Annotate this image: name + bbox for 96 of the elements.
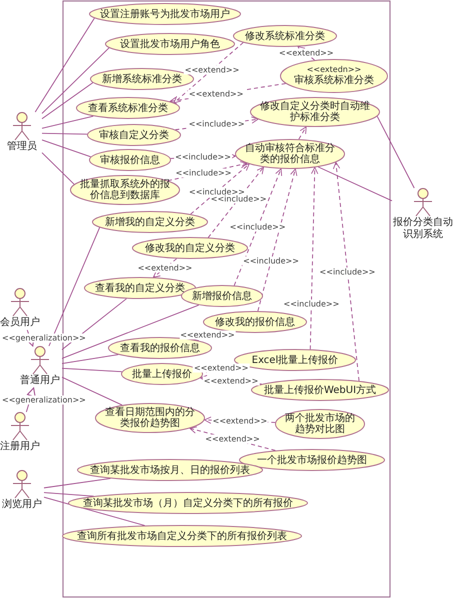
use-case-name: 修改系统标准分类: [245, 30, 325, 42]
use-case-ellipse: [280, 59, 388, 93]
edge-label: <<extend>>: [192, 363, 250, 372]
use-case-name: 查看日期范围内的分类报价趋势图: [104, 407, 196, 429]
edge-label: <<include>>: [174, 168, 232, 178]
dependency-arrow: [257, 168, 298, 312]
use-case-ellipse: [105, 33, 235, 55]
association-line: [42, 132, 88, 135]
dependency-arrow: [208, 166, 264, 238]
association-line: [62, 354, 119, 364]
edge-label: <<include>>: [282, 299, 340, 308]
dependency-arrow: [190, 164, 250, 215]
dependency-arrow: [234, 168, 282, 286]
use-case-name: 批量上传报价: [132, 368, 192, 380]
use-case-ellipse: [132, 237, 248, 259]
use-case-name: 修改我的报价信息: [215, 316, 295, 328]
use-case-ellipse: [76, 97, 180, 119]
use-case-name: 查看系统标准分类: [88, 102, 168, 114]
actor-name: 注册用户: [0, 441, 41, 453]
use-case-name: 自动审核符合标准分类的报价信息: [244, 143, 336, 165]
use-case-ellipse: [87, 124, 181, 146]
association-line: [62, 376, 123, 406]
use-case-name: 查询某批发市场按月、日的报价列表: [90, 464, 250, 476]
edge-label: <<include>>: [188, 187, 246, 196]
association-line: [318, 166, 392, 202]
association-line: [42, 47, 110, 114]
edge-label: <<extend>>: [184, 65, 240, 74]
dependency-arrow: [152, 258, 178, 278]
use-case-name: 审核系统标准分类: [294, 74, 374, 86]
edge-label: <<include>>: [318, 267, 376, 276]
use-case-ellipse: [89, 3, 241, 25]
use-case-ellipse: [92, 211, 208, 233]
use-case-ellipse: [62, 525, 302, 547]
stereotype-label: <<extedn>>: [306, 66, 362, 74]
use-case-ellipse: [70, 175, 180, 205]
association-line: [48, 227, 100, 346]
edge-label: <<include>>: [188, 120, 246, 129]
actor-name: 浏览用户: [1, 499, 43, 511]
edge-label: <<extend>>: [179, 330, 236, 340]
use-case-name: 设置批发市场用户角色: [120, 38, 220, 50]
use-case-name: 两个批发市场的趋势对比图: [284, 413, 356, 435]
use-case-name: 查询所有批发市场自定义分类下的所有报价列表: [77, 530, 287, 542]
dependency-arrow: [332, 162, 360, 382]
use-case-name: Excel批量上传报价: [252, 354, 338, 366]
use-case-ellipse: [89, 149, 171, 171]
association-line: [42, 116, 94, 129]
association-line: [44, 492, 94, 497]
edge-label: <<extend>>: [136, 264, 194, 272]
use-case-ellipse: [233, 25, 337, 47]
use-case-name: 新增我的自定义分类: [105, 216, 195, 228]
actor-name: 报价分类自动识别系统: [392, 217, 454, 241]
use-case-name: 新增系统标准分类: [102, 74, 182, 84]
dependency-arrow: [310, 166, 318, 350]
use-case-name: 一个批发市场报价趋势图: [257, 454, 367, 466]
use-case-name: 查询某批发市场（月）自定义分类下的所有报价: [83, 498, 293, 508]
dependency-arrow: [173, 42, 244, 104]
association-line: [42, 139, 92, 158]
use-case-ellipse: [108, 337, 212, 359]
association-line: [42, 82, 94, 120]
dependency-arrow: [298, 126, 307, 140]
edge-label: <<include>>: [174, 152, 232, 162]
use-case-name: 查看我的自定义分类: [95, 282, 185, 294]
use-case-name: 查看我的报价信息: [120, 342, 200, 354]
use-case-name: 修改自定义分类时自动维护标准分类: [259, 101, 371, 123]
use-case-ellipse: [250, 97, 380, 127]
association-line: [62, 368, 122, 372]
use-case-ellipse: [68, 492, 308, 514]
use-case-name: 新增报价信息: [192, 290, 252, 302]
actor-name: 普通用户: [19, 375, 61, 387]
association-line: [376, 116, 415, 188]
edge-label: <<extend>>: [278, 48, 335, 58]
use-case-name: 修改我的自定义分类: [145, 242, 235, 254]
edge-label: <<include>>: [242, 256, 300, 266]
edge-label: <<include>>: [210, 194, 268, 204]
use-case-name: 审核自定义分类: [99, 130, 169, 140]
use-case-name: 审核报价信息: [100, 154, 160, 166]
actor-name: 管理员: [6, 141, 38, 153]
use-case-ellipse: [203, 311, 307, 333]
use-case-ellipse: [235, 139, 345, 169]
edge-label: <<extend>>: [202, 376, 260, 386]
use-case-name: 设置注册账号为批发市场用户: [100, 8, 230, 20]
association-line: [44, 478, 111, 488]
actor-name: 会员用户: [0, 317, 41, 329]
use-case-ellipse: [77, 459, 263, 481]
use-case-ellipse: [95, 403, 205, 433]
edge-label: <<extend>>: [188, 90, 244, 99]
edge-label: <<generalization>>: [1, 396, 87, 404]
edge-label: <<include>>: [228, 222, 287, 232]
edge-label: <<extend>>: [204, 434, 261, 444]
association-line: [62, 304, 200, 359]
use-case-name: 批量抓取系统外的报价信息到数据库: [79, 179, 171, 201]
use-case-ellipse: [275, 409, 365, 439]
association-line: [42, 152, 75, 185]
edge-label: <<extend>>: [212, 416, 268, 426]
use-case-name: 批量上传报价WebUI方式: [264, 384, 376, 396]
edge-label: <<generalization>>: [1, 334, 87, 342]
